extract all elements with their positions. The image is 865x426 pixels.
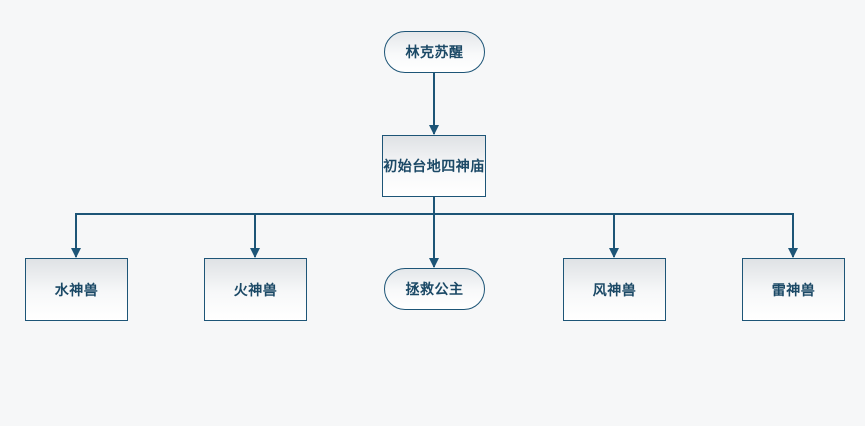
temple-node[interactable]: 初始台地四神庙 (382, 135, 486, 197)
rescue-princess-node-label: 拯救公主 (405, 282, 464, 298)
fire-beast-node[interactable]: 火神兽 (204, 258, 307, 321)
fire-beast-node-label: 火神兽 (233, 282, 278, 299)
start-node-label: 林克苏醒 (405, 45, 464, 61)
thunder-beast-node[interactable]: 雷神兽 (742, 258, 845, 321)
wind-beast-node-label: 风神兽 (592, 282, 637, 299)
temple-node-label: 初始台地四神庙 (383, 159, 485, 175)
rescue-princess-node[interactable]: 拯救公主 (384, 268, 485, 310)
start-node[interactable]: 林克苏醒 (384, 31, 485, 73)
water-beast-node[interactable]: 水神兽 (25, 258, 128, 321)
water-beast-node-label: 水神兽 (54, 282, 99, 299)
thunder-beast-node-label: 雷神兽 (771, 282, 816, 299)
wind-beast-node[interactable]: 风神兽 (563, 258, 666, 321)
